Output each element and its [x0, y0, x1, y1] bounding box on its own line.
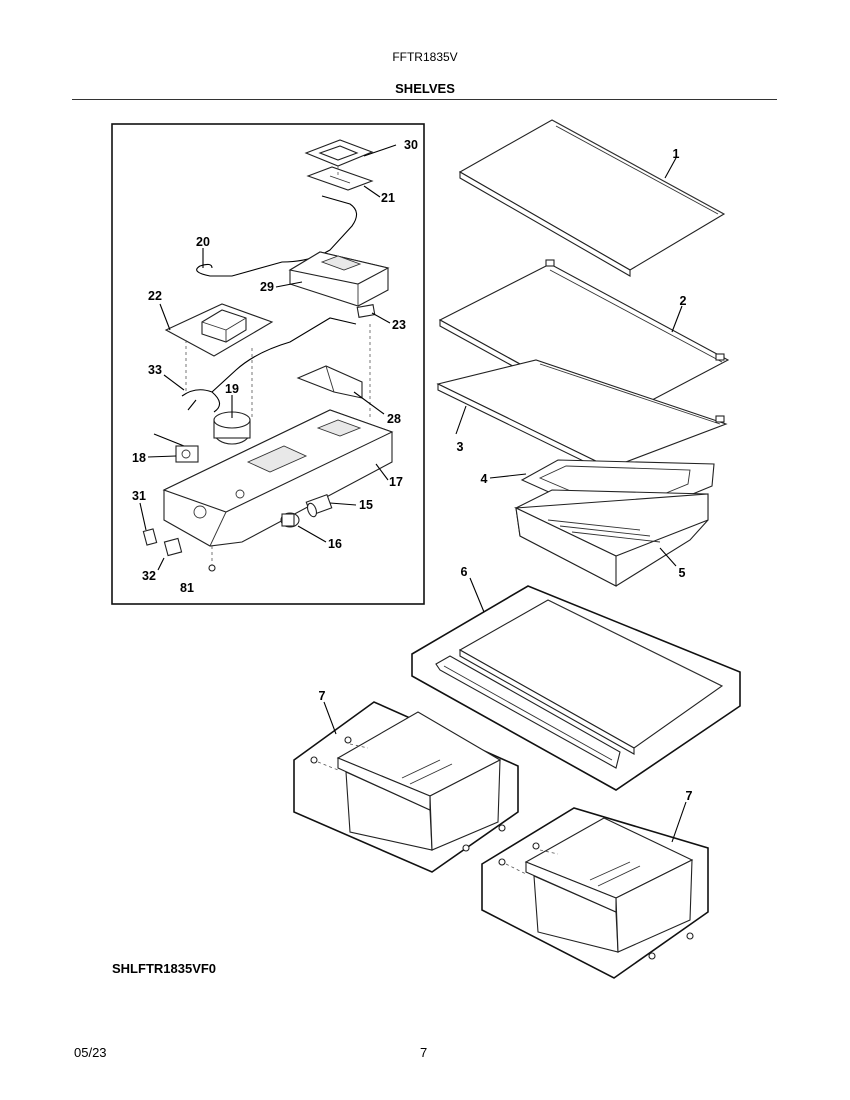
inset-frame	[111, 123, 425, 605]
part-30-gasket	[304, 139, 374, 167]
callout-33: 33	[148, 363, 162, 377]
part-3-shelf	[436, 359, 728, 475]
callout-3: 3	[457, 440, 464, 454]
part-6-shelf	[435, 599, 724, 769]
callout-4: 4	[481, 472, 488, 486]
callout-5: 5	[679, 566, 686, 580]
callout-6: 6	[461, 565, 468, 579]
callout-7a: 7	[319, 689, 326, 703]
part-7a-fasteners	[310, 736, 506, 852]
callout-20: 20	[196, 235, 210, 249]
footer-date: 05/23	[74, 1045, 107, 1060]
part-17-control-housing	[162, 409, 394, 547]
part-7a-bin	[336, 711, 502, 851]
part-6-inset-frame	[411, 585, 741, 791]
callout-30: 30	[404, 138, 418, 152]
part-18-thermostat	[153, 433, 199, 463]
part-15-socket	[305, 493, 333, 518]
callout-29: 29	[260, 280, 274, 294]
part-22-cover	[164, 303, 274, 357]
callout-7b: 7	[686, 789, 693, 803]
callout-28: 28	[387, 412, 401, 426]
part-23-connector	[356, 304, 376, 318]
part-19-motor	[213, 411, 251, 445]
part-7b-bin	[524, 817, 694, 953]
header-rule	[72, 99, 777, 100]
part-5-crisper	[513, 489, 709, 587]
callout-18: 18	[132, 451, 146, 465]
callout-23: 23	[392, 318, 406, 332]
part-31-switch	[142, 528, 158, 546]
section-title: SHELVES	[395, 81, 455, 96]
part-7b-fasteners	[498, 842, 694, 960]
part-28-duct	[296, 365, 363, 399]
callout-21: 21	[381, 191, 395, 205]
callout-17: 17	[389, 475, 403, 489]
callout-16: 16	[328, 537, 342, 551]
callout-31: 31	[132, 489, 146, 503]
page-number: 7	[420, 1045, 428, 1060]
callout-2: 2	[680, 294, 687, 308]
callout-32: 32	[142, 569, 156, 583]
part-33-harness	[181, 317, 357, 413]
part-20-wire	[196, 195, 358, 277]
part-7a-inset-frame	[293, 701, 519, 873]
callout-19: 19	[225, 382, 239, 396]
callout-81: 81	[180, 581, 194, 595]
callout-22: 22	[148, 289, 162, 303]
part-7b-inset-frame	[481, 807, 709, 979]
model-number: FFTR1835V	[392, 50, 458, 64]
part-16-lamp-holder	[280, 512, 300, 528]
diagram-code: SHLFTR1835VF0	[112, 961, 217, 976]
callout-1: 1	[673, 147, 680, 161]
callout-15: 15	[359, 498, 373, 512]
part-32-switch	[163, 537, 183, 557]
part-21-bracket	[306, 166, 374, 191]
part-1-shelf	[458, 119, 726, 277]
